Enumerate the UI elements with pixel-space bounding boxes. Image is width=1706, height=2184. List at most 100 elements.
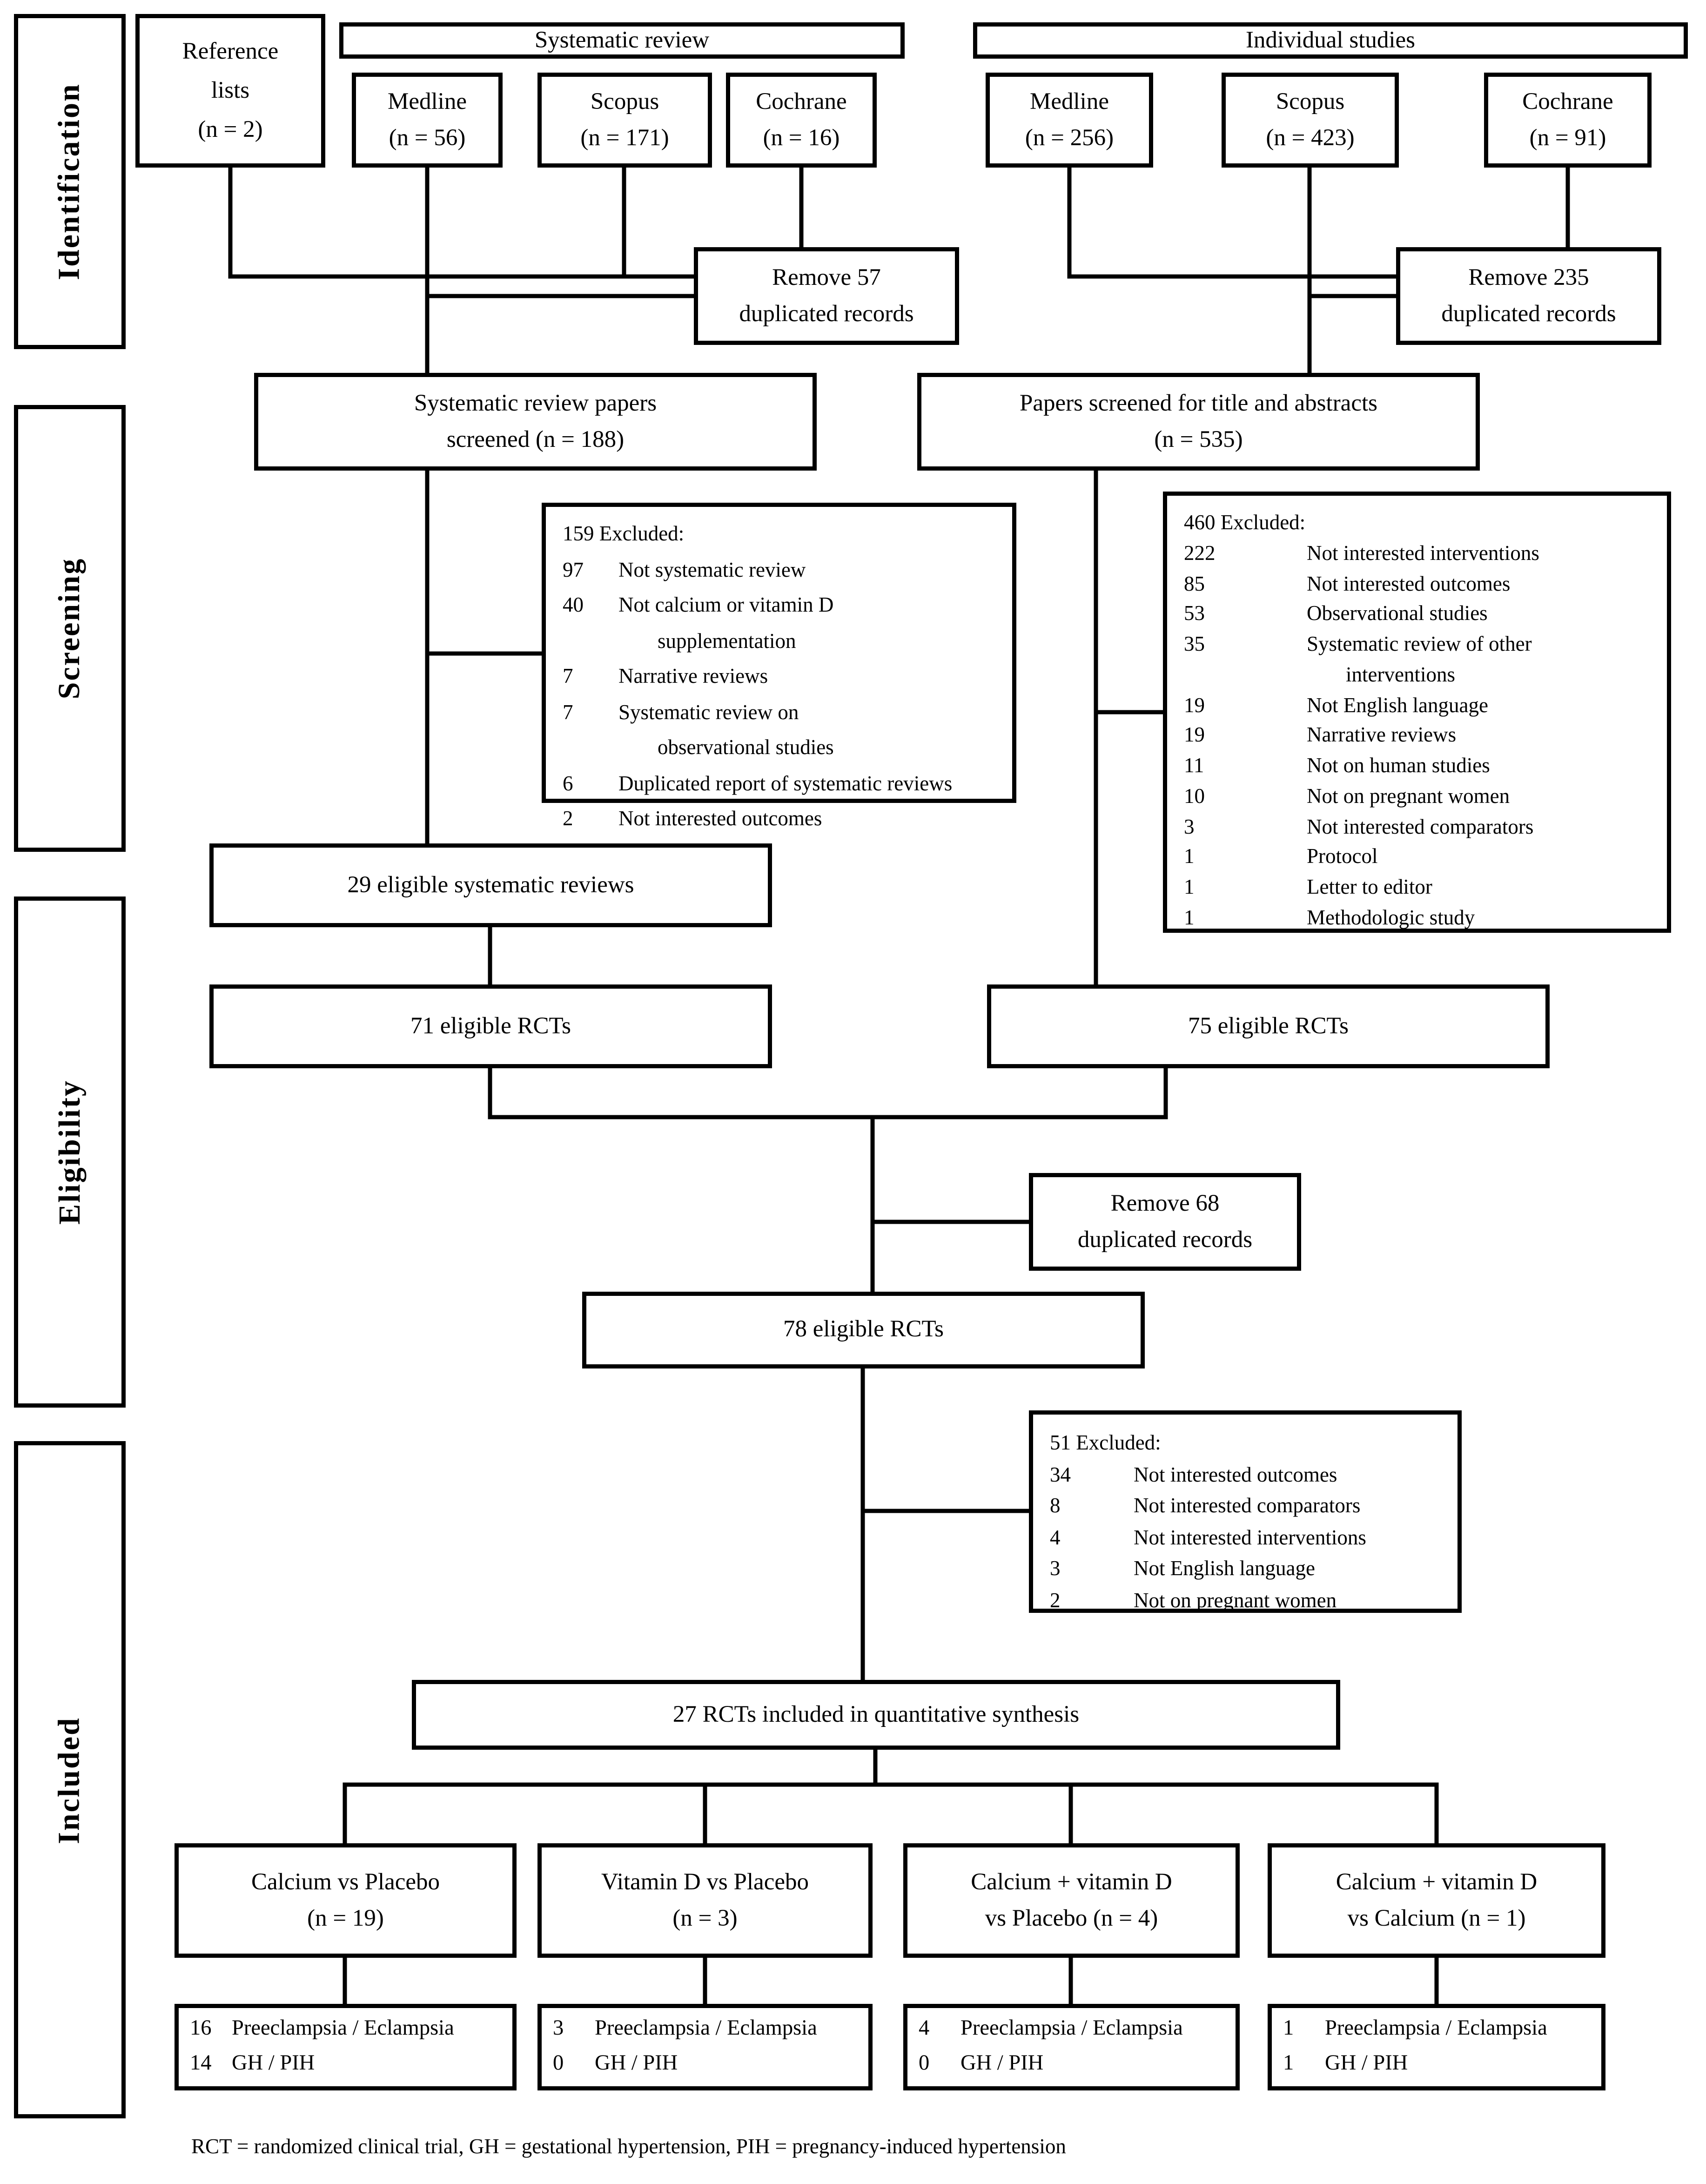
- exclusion-header: 51 Excluded:: [1050, 1433, 1161, 1455]
- box-outcomes-calcium-vitamin-d-vs-calcium: 1 Preeclampsia / Eclampsia 1 GH / PIH: [1268, 2004, 1605, 2090]
- box-text: Calcium + vitamin D: [971, 1867, 1172, 1894]
- box-outcomes-calcium-vitamin-d-vs-placebo: 4 Preeclampsia / Eclampsia 0 GH / PIH: [903, 2004, 1240, 2090]
- exclusion-item: 6 Duplicated report of systematic review…: [563, 773, 953, 795]
- box-29-eligible-systematic-reviews: 29 eligible systematic reviews: [209, 843, 772, 927]
- exclusion-item: 1 Letter to editor: [1184, 877, 1432, 899]
- box-71-eligible-rcts: 71 eligible RCTs: [209, 984, 772, 1068]
- box-excluded-51: 51 Excluded: 34 Not interested outcomes …: [1029, 1410, 1462, 1613]
- box-vitamin-d-vs-placebo: Vitamin D vs Placebo (n = 3): [537, 1843, 873, 1958]
- exclusion-item: 35 Systematic review of other: [1184, 634, 1532, 656]
- box-text: Medline: [388, 87, 467, 114]
- box-excluded-460: 460 Excluded: 222 Not interested interve…: [1163, 492, 1671, 933]
- box-text: Cochrane: [756, 87, 847, 114]
- box-remove-57-duplicates: Remove 57 duplicated records: [694, 247, 959, 345]
- box-calcium-vs-placebo: Calcium vs Placebo (n = 19): [175, 1843, 517, 1958]
- box-text: 27 RCTs included in quantitative synthes…: [672, 1700, 1080, 1727]
- box-papers-screened: Papers screened for title and abstracts …: [917, 373, 1480, 471]
- box-outcomes-vitamin-d-vs-placebo: 3 Preeclampsia / Eclampsia 0 GH / PIH: [537, 2004, 873, 2090]
- box-calcium-vitamin-d-vs-calcium: Calcium + vitamin D vs Calcium (n = 1): [1268, 1843, 1605, 1958]
- header-systematic-review: Systematic review: [339, 22, 905, 59]
- box-is-cochrane: Cochrane (n = 91): [1484, 73, 1652, 168]
- box-count: (n = 171): [580, 124, 669, 151]
- exclusion-item: 1 Methodologic study: [1184, 907, 1475, 930]
- box-count: (n = 423): [1266, 124, 1355, 151]
- box-calcium-vitamin-d-vs-placebo: Calcium + vitamin D vs Placebo (n = 4): [903, 1843, 1240, 1958]
- box-text: 29 eligible systematic reviews: [347, 871, 634, 898]
- stage-eligibility: Eligibility: [14, 897, 126, 1408]
- box-text: duplicated records: [1441, 300, 1616, 327]
- box-sr-papers-screened: Systematic review papers screened (n = 1…: [254, 373, 817, 471]
- box-text: Calcium vs Placebo: [251, 1867, 440, 1894]
- outcome-item: 1 GH / PIH: [1283, 2051, 1408, 2075]
- exclusion-item: 34 Not interested outcomes: [1050, 1464, 1337, 1487]
- box-count: vs Calcium (n = 1): [1347, 1905, 1526, 1931]
- outcome-item: 0 GH / PIH: [919, 2051, 1044, 2075]
- stage-label: Eligibility: [52, 1079, 87, 1225]
- box-count: (n = 19): [307, 1905, 384, 1931]
- box-is-medline: Medline (n = 256): [986, 73, 1153, 168]
- box-count: vs Placebo (n = 4): [985, 1905, 1158, 1931]
- exclusion-item: 10 Not on pregnant women: [1184, 786, 1510, 809]
- box-text: Remove 235: [1468, 263, 1589, 290]
- header-individual-studies: Individual studies: [973, 22, 1688, 59]
- exclusion-item: 11 Not on human studies: [1184, 755, 1490, 778]
- stage-label: Included: [52, 1716, 87, 1844]
- box-text: Scopus: [1276, 87, 1345, 114]
- box-sr-cochrane: Cochrane (n = 16): [726, 73, 877, 168]
- box-text: duplicated records: [739, 300, 914, 327]
- exclusion-item: 19 Not English language: [1184, 694, 1488, 717]
- exclusion-item-continuation: observational studies: [658, 737, 834, 760]
- box-remove-235-duplicates: Remove 235 duplicated records: [1396, 247, 1661, 345]
- exclusion-item: 85 Not interested outcomes: [1184, 573, 1511, 596]
- stage-screening: Screening: [14, 405, 126, 852]
- exclusion-item: 2 Not interested outcomes: [563, 809, 822, 831]
- exclusion-item: 1 Protocol: [1184, 846, 1378, 869]
- box-count: (n = 16): [763, 124, 840, 151]
- box-sr-scopus: Scopus (n = 171): [537, 73, 712, 168]
- box-text: Medline: [1030, 87, 1109, 114]
- box-78-eligible-rcts: 78 eligible RCTs: [582, 1292, 1145, 1368]
- box-reference-lists: Reference lists (n = 2): [135, 14, 325, 168]
- stage-label: Identification: [52, 83, 87, 280]
- box-text: 75 eligible RCTs: [1188, 1012, 1349, 1039]
- box-27-rcts-included: 27 RCTs included in quantitative synthes…: [412, 1680, 1340, 1750]
- box-75-eligible-rcts: 75 eligible RCTs: [987, 984, 1550, 1068]
- box-sr-medline: Medline (n = 56): [352, 73, 503, 168]
- outcome-item: 3 Preeclampsia / Eclampsia: [553, 2016, 817, 2041]
- box-text: Papers screened for title and abstracts: [1020, 389, 1377, 416]
- exclusion-item: 40 Not calcium or vitamin D: [563, 595, 834, 617]
- box-text: (n = 2): [198, 116, 263, 143]
- exclusion-item: 3 Not English language: [1050, 1558, 1315, 1581]
- exclusion-item: 7 Systematic review on: [563, 701, 799, 724]
- exclusion-item: 97 Not systematic review: [563, 559, 806, 582]
- header-text: Systematic review: [534, 26, 710, 53]
- box-text: Vitamin D vs Placebo: [601, 1867, 809, 1894]
- outcome-item: 0 GH / PIH: [553, 2051, 678, 2075]
- box-text: Systematic review papers: [414, 389, 657, 416]
- stage-identification: Identification: [14, 14, 126, 349]
- box-outcomes-calcium-vs-placebo: 16 Preeclampsia / Eclampsia 14 GH / PIH: [175, 2004, 517, 2090]
- box-text: Reference: [182, 37, 279, 64]
- exclusion-item: 3 Not interested comparators: [1184, 816, 1534, 839]
- box-count: (n = 3): [672, 1905, 738, 1931]
- exclusion-item: 53 Observational studies: [1184, 603, 1488, 626]
- exclusion-item-continuation: supplementation: [658, 630, 796, 653]
- box-text: Calcium + vitamin D: [1336, 1867, 1538, 1894]
- exclusion-header: 460 Excluded:: [1184, 512, 1306, 535]
- exclusion-item: 222 Not interested interventions: [1184, 543, 1539, 566]
- box-remove-68-duplicates: Remove 68 duplicated records: [1029, 1173, 1301, 1271]
- exclusion-item: 8 Not interested comparators: [1050, 1496, 1361, 1518]
- box-text: Remove 57: [772, 263, 881, 290]
- outcome-item: 16 Preeclampsia / Eclampsia: [190, 2016, 454, 2041]
- abbreviations-footnote: RCT = randomized clinical trial, GH = ge…: [191, 2137, 1066, 2159]
- box-excluded-159: 159 Excluded: 97 Not systematic review 4…: [542, 503, 1016, 831]
- exclusion-item: 7 Narrative reviews: [563, 666, 768, 688]
- exclusion-header: 159 Excluded:: [563, 524, 685, 546]
- exclusion-item-continuation: interventions: [1346, 664, 1455, 687]
- stage-label: Screening: [52, 557, 87, 700]
- exclusion-item: 19 Narrative reviews: [1184, 725, 1457, 748]
- outcome-item: 1 Preeclampsia / Eclampsia: [1283, 2016, 1547, 2041]
- box-text: Scopus: [590, 87, 659, 114]
